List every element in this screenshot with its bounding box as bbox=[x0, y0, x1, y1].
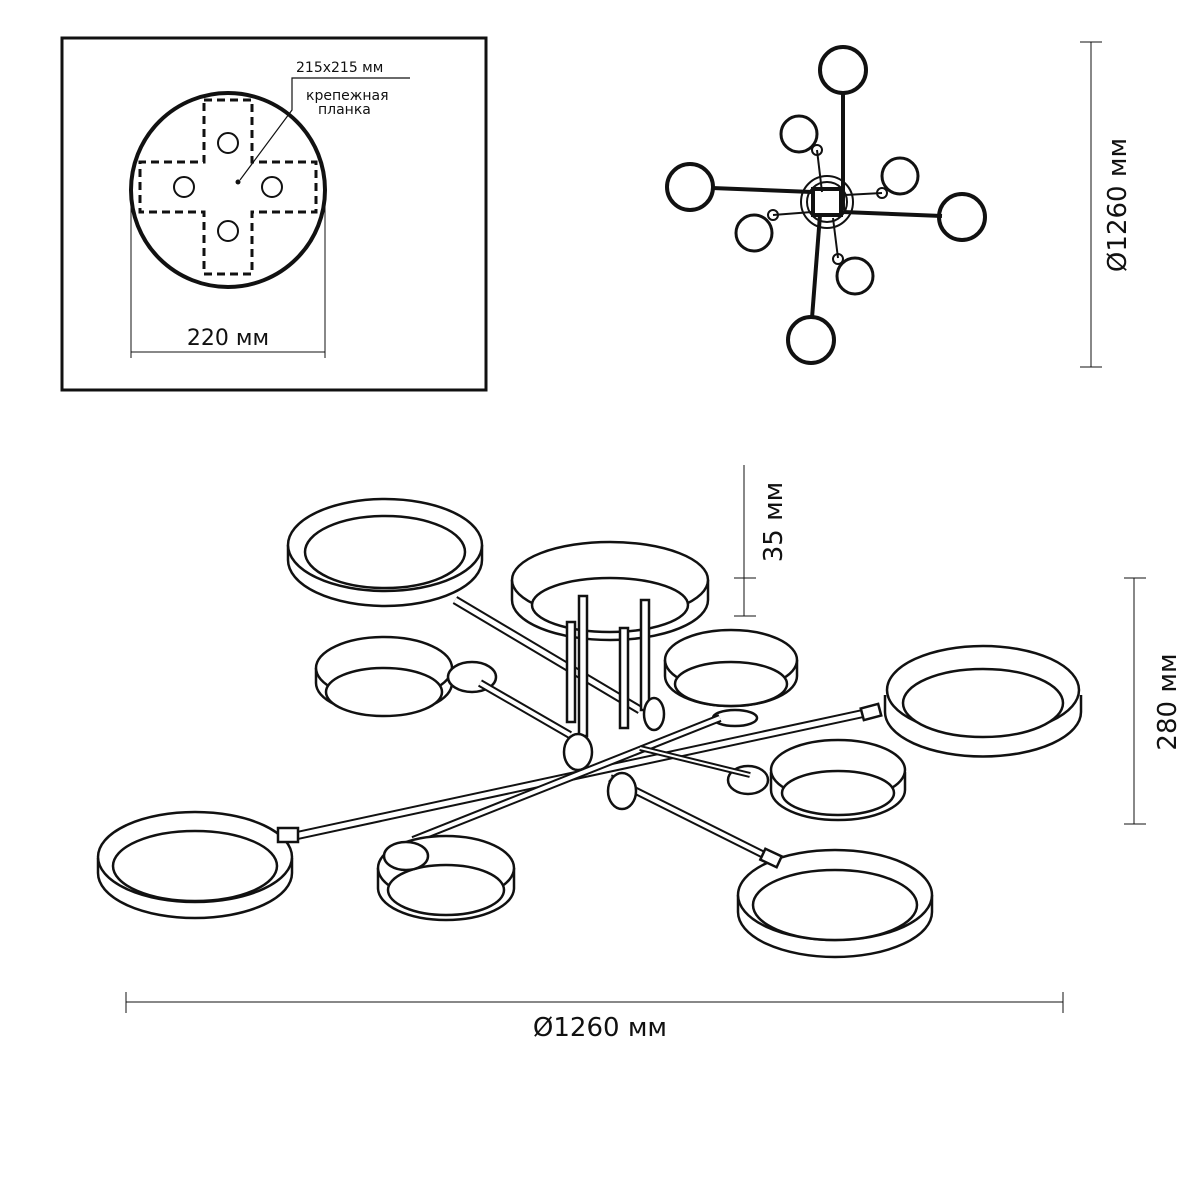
joint-rod-right bbox=[642, 696, 666, 732]
ring-front-right bbox=[736, 848, 934, 959]
joint-sw bbox=[767, 209, 779, 221]
arm-east bbox=[842, 210, 943, 218]
total-height-label: 280 мм bbox=[1153, 653, 1183, 750]
connector-right bbox=[758, 847, 784, 869]
arm-short-se bbox=[832, 217, 839, 259]
hub-joint-lower bbox=[606, 771, 638, 811]
mounting-plate-outline bbox=[138, 98, 318, 276]
plate-name-line2: планка bbox=[318, 102, 371, 118]
ring-small-front-right bbox=[769, 738, 907, 822]
arm-short-sw bbox=[772, 211, 813, 216]
mount-hole-right bbox=[261, 176, 283, 198]
plate-size-label: 215x215 мм bbox=[296, 60, 383, 76]
ring-front-left bbox=[96, 810, 294, 920]
ring-far-right bbox=[883, 644, 1083, 758]
mount-plate-panel: 215x215 мм крепежная планка 220 мм bbox=[60, 36, 488, 392]
side-dimensions bbox=[125, 465, 1146, 1013]
hub-joint-upper bbox=[562, 732, 594, 772]
canopy-outer bbox=[800, 175, 854, 229]
ring-small-nw bbox=[779, 114, 819, 154]
base-diameter-label: 220 мм bbox=[187, 326, 269, 351]
arm-south bbox=[810, 214, 822, 319]
ring-large-north bbox=[818, 45, 868, 95]
ring-large-south bbox=[786, 315, 836, 365]
ring-small-se bbox=[835, 256, 875, 296]
canopy-height-label: 35 мм bbox=[759, 482, 789, 563]
canopy bbox=[510, 540, 710, 642]
ring-small-back-right bbox=[663, 628, 799, 708]
canopy-base-circle bbox=[129, 91, 327, 289]
leader-line bbox=[239, 77, 410, 181]
arm-west bbox=[711, 186, 813, 194]
ring-large-west bbox=[665, 162, 715, 212]
top-view bbox=[665, 41, 1102, 368]
joint-ne bbox=[876, 187, 888, 199]
connector-left bbox=[276, 826, 300, 844]
ring-small-sw bbox=[734, 213, 774, 253]
ring-small-back-left bbox=[314, 635, 454, 718]
canopy-core bbox=[811, 187, 843, 217]
ring-back-left bbox=[286, 497, 484, 608]
mount-hole-top bbox=[217, 132, 239, 154]
joint-nw bbox=[811, 144, 823, 156]
ring-large-east bbox=[937, 192, 987, 242]
topview-diameter-label: Ø1260 мм bbox=[1103, 138, 1133, 272]
mount-hole-bottom bbox=[217, 220, 239, 242]
ring-small-ne bbox=[880, 156, 920, 196]
side-view bbox=[96, 497, 1083, 959]
panel-frame bbox=[60, 36, 488, 392]
total-diameter-label: Ø1260 мм bbox=[533, 1013, 667, 1043]
joint-front-left bbox=[382, 840, 430, 872]
center-point bbox=[235, 179, 241, 185]
canopy-mid bbox=[806, 181, 848, 223]
plate-name-line1: крепежная bbox=[306, 88, 389, 104]
mount-hole-left bbox=[173, 176, 195, 198]
connector-far-right bbox=[859, 702, 883, 722]
joint-se bbox=[832, 253, 844, 265]
arm-short-nw bbox=[816, 149, 823, 193]
